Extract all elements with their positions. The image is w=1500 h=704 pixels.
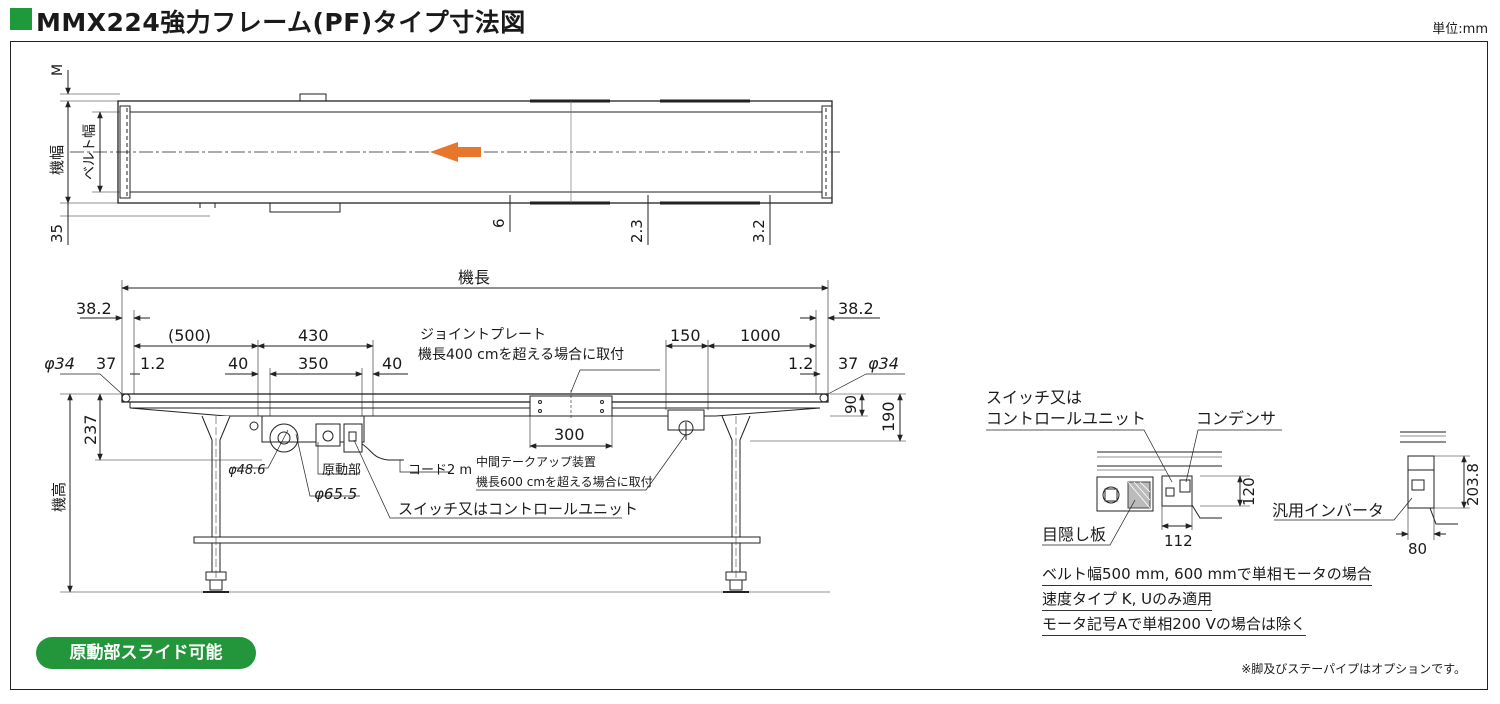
dim-40-left: 40 [228,354,248,373]
label-switch-control: スイッチ又はコントロールユニット [398,500,638,518]
label-machine-height: 機高 [50,482,68,512]
detail-inverter-view [1274,431,1470,540]
dim-40-right: 40 [382,354,402,373]
dim-phi48-6: φ48.6 [228,463,266,478]
dim-2-3: 2.3 [628,219,646,243]
label-cord: コード2 m [408,463,472,478]
detail-switch-view [986,429,1282,546]
dim-1-2-right: 1.2 [788,354,813,373]
dim-phi34-right: φ34 [868,354,899,373]
note-1: ベルト幅500 mm, 600 mmで単相モータの場合 [1042,563,1372,586]
dim-phi65-5: φ65.5 [314,485,357,503]
label-machine-length: 機長 [458,268,490,287]
dim-350: 350 [298,354,329,373]
note-3: モータ記号Aで単相200 Vの場合は除く [1042,613,1306,636]
side-view [60,280,906,593]
label-switch-1: スイッチ又は [986,388,1082,407]
unit-label: 単位:mm [1432,22,1488,37]
dim-190: 190 [879,401,898,432]
dim-m: M [50,64,66,76]
top-view [60,70,840,245]
dim-120: 120 [1240,477,1258,506]
dim-1-2-left: 1.2 [140,354,165,373]
dim-80: 80 [1408,540,1427,558]
dim-3-2: 3.2 [750,219,768,243]
dim-150: 150 [670,326,701,345]
dim-38-2-left: 38.2 [76,299,112,318]
dim-6: 6 [490,218,508,228]
dim-38-2-right: 38.2 [838,299,874,318]
dim-430: 430 [298,326,329,345]
dim-90: 90 [842,395,860,414]
label-joint-plate: ジョイントプレート [420,327,546,343]
dim-237: 237 [81,414,100,445]
label-switch-2: コントロールユニット [986,409,1146,428]
label-blind-plate: 目隠し板 [1042,525,1106,544]
label-drive-unit: 原動部 [322,463,361,478]
label-condenser: コンデンサ [1196,409,1276,428]
dim-1000: 1000 [740,326,781,345]
drive-slide-badge: 原動部スライド可能 [36,637,256,669]
flow-arrow-icon [430,142,481,162]
page-title: MMX224強力フレーム(PF)タイプ寸法図 [36,8,526,37]
label-inverter: 汎用インバータ [1272,501,1384,520]
label-machine-width: 機幅 [48,145,66,175]
label-takeup-note: 機長600 cmを超える場合に取付 [476,474,653,489]
drawing-frame [10,41,1488,690]
dim-37-left: 37 [96,354,116,373]
label-belt-width: ベルト幅 [82,124,98,180]
dim-37-right: 37 [838,354,858,373]
footnote: ※脚及びステーパイプはオプションです。 [1241,662,1466,676]
dim-112: 112 [1164,532,1193,550]
title-marker [10,8,32,30]
dim-35: 35 [48,224,66,243]
header: MMX224強力フレーム(PF)タイプ寸法図 単位:mm [0,0,1500,40]
label-takeup: 中間テークアップ装置 [476,454,596,469]
dim-203-8: 203.8 [1464,463,1482,506]
dim-phi34-left: φ34 [44,354,75,373]
dim-300: 300 [554,425,585,444]
label-joint-plate-note: 機長400 cmを超える場合に取付 [418,347,624,363]
dim-500: (500) [168,326,211,345]
note-2: 速度タイプ K, Uのみ適用 [1042,588,1213,611]
